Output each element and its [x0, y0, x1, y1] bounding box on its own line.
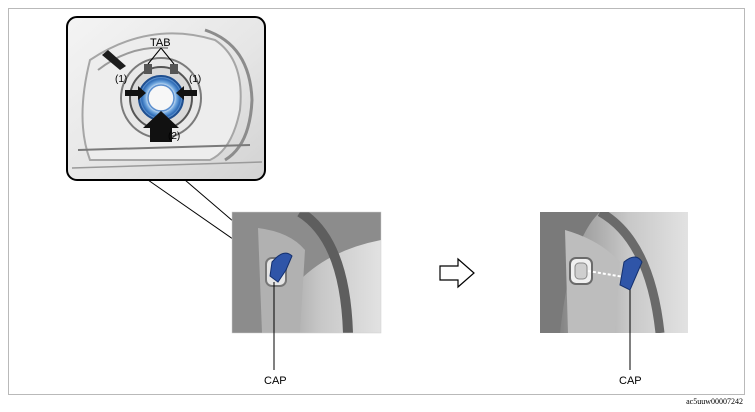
photo-after	[540, 212, 688, 333]
cap-label-before: CAP	[264, 375, 287, 387]
push-label: (2)	[168, 131, 181, 142]
figure-code: ac5uuw00007242	[686, 397, 743, 406]
tab-side-label-right: (1)	[189, 74, 202, 85]
figure-frame	[8, 8, 745, 395]
tab-label: TAB	[150, 37, 171, 49]
photo-before	[232, 212, 381, 333]
cap-label-after: CAP	[619, 375, 642, 387]
next-step-arrow	[439, 257, 475, 289]
tab-side-label-left: (1)	[115, 74, 128, 85]
